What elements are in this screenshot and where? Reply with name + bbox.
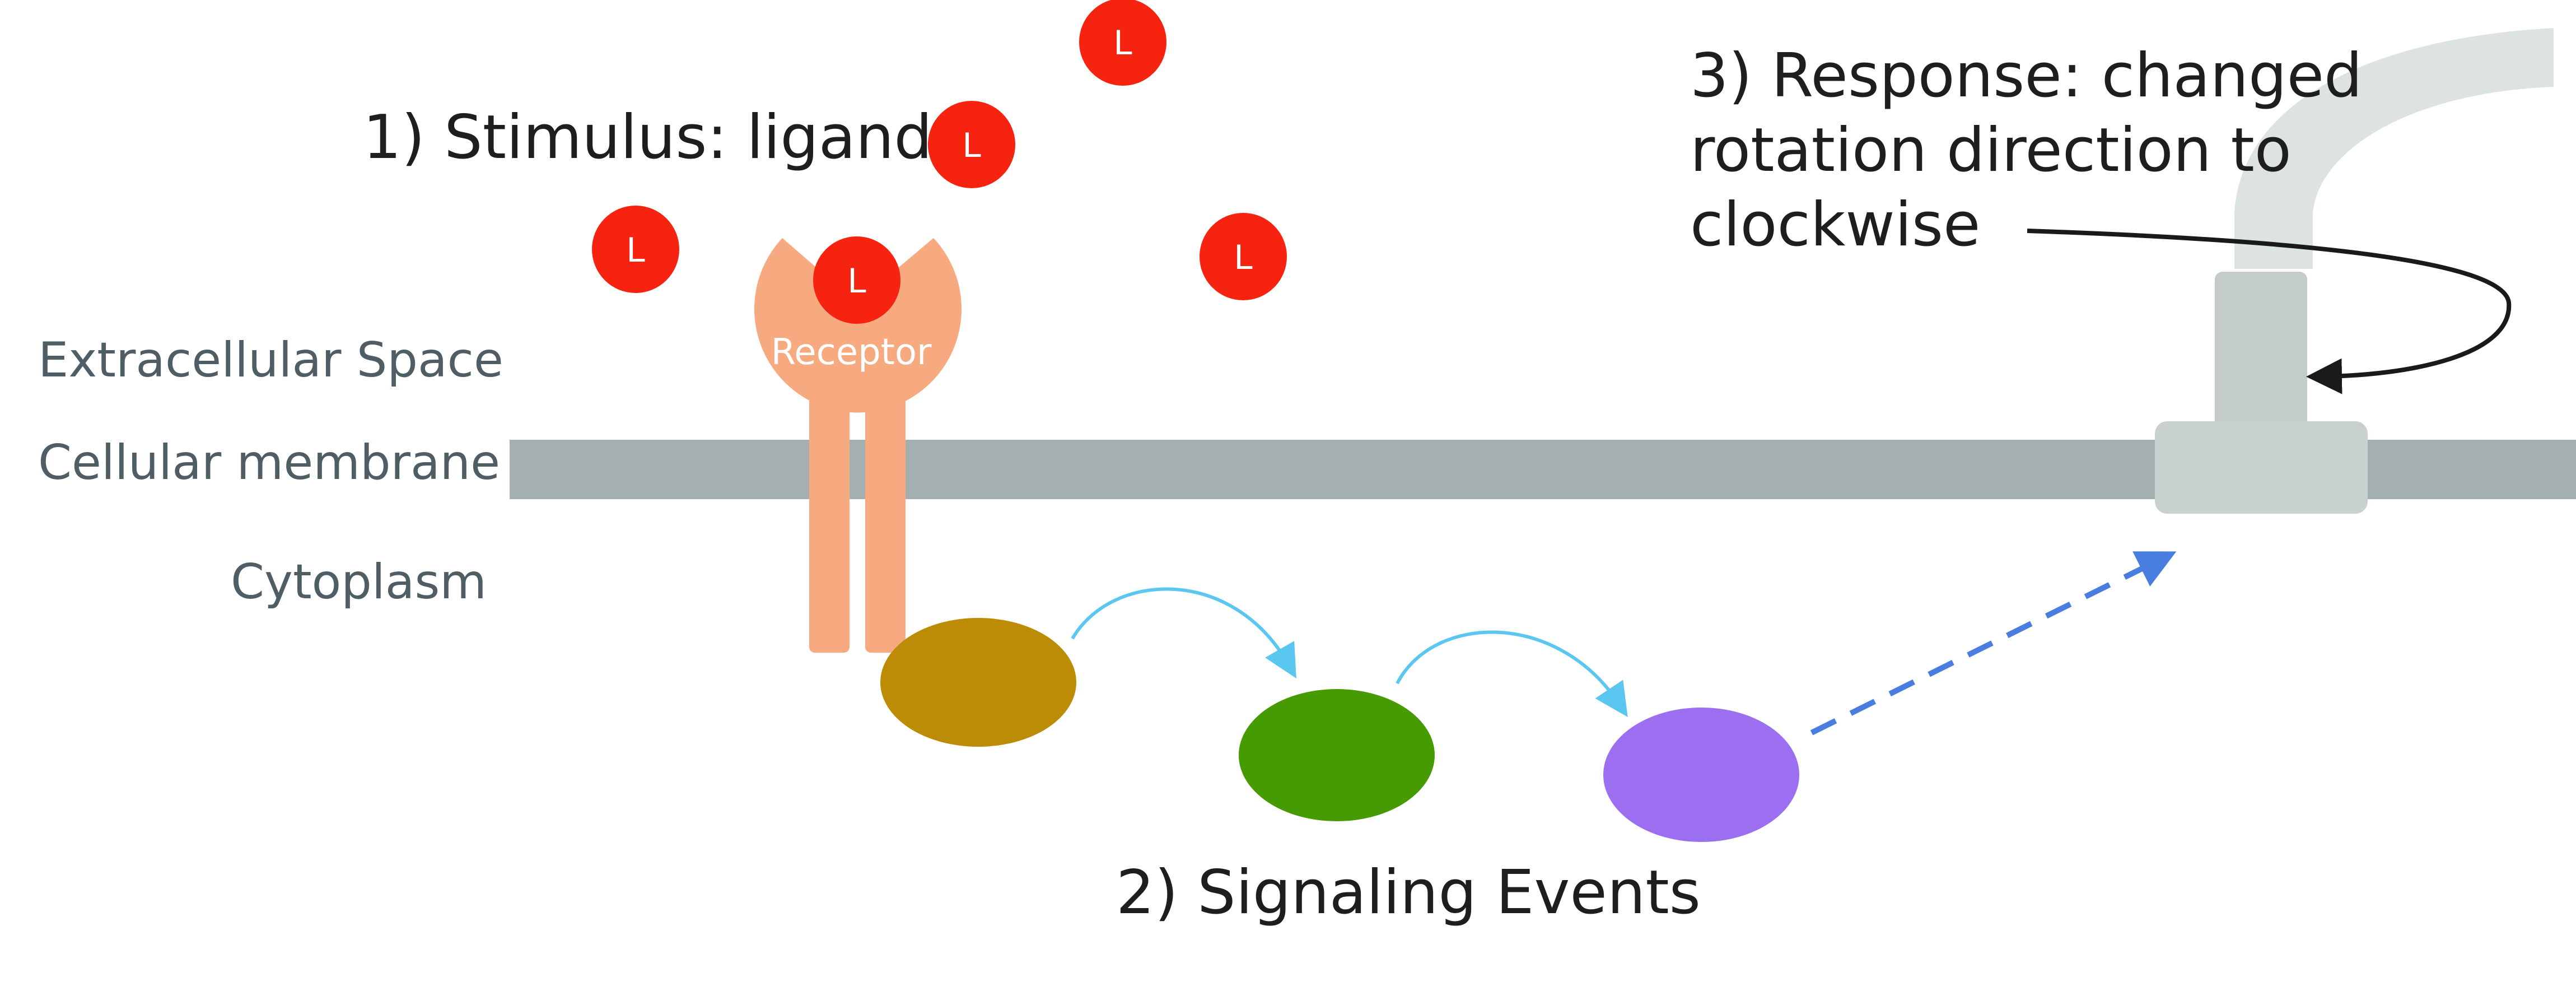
signaling-protein-2 [1239, 689, 1435, 821]
ligand-label: L [626, 231, 645, 270]
ligand-circle [928, 101, 1015, 188]
ligand-label: L [1234, 238, 1253, 277]
ligand-circle [1079, 0, 1166, 86]
receptor-head [754, 238, 962, 413]
signaling-protein-3 [1603, 708, 1799, 842]
motor-base [2155, 421, 2368, 514]
signaling-protein-1 [880, 618, 1076, 747]
ligand-label: L [962, 126, 981, 165]
region-label-membrane: Cellular membrane [38, 435, 500, 491]
signal-arrow-2 [1396, 630, 1628, 717]
ligand: L [928, 101, 1015, 188]
step-label-stimulus: 1) Stimulus: ligand [363, 103, 932, 173]
receptor-label: Receptor [771, 332, 932, 373]
ligand: L [1079, 0, 1166, 86]
receptor-leg-left [809, 392, 850, 653]
ligand-circle [813, 236, 900, 324]
step-label-response-line-2: rotation direction to [1690, 115, 2292, 185]
ligand-label: L [847, 262, 866, 301]
region-label-extracellular: Extracellular Space [38, 332, 503, 388]
ligand: L [1200, 213, 1287, 300]
flagellar-motor [2155, 28, 2554, 514]
receptor-leg-right [865, 392, 906, 653]
step-label-signaling: 2) Signaling Events [1116, 858, 1701, 928]
rotation-arrow [2027, 229, 2512, 394]
signal-arrow-1 [1071, 587, 1296, 679]
ligand-bound: L [813, 236, 900, 324]
flagellum-filament [2234, 28, 2554, 269]
step-label-response-line-1: 3) Response: changed [1690, 41, 2363, 111]
response-arrow [1810, 551, 2177, 736]
ligand-circle [592, 206, 679, 293]
step-label-response-line-3: clockwise [1690, 190, 1980, 260]
region-label-cytoplasm: Cytoplasm [231, 554, 487, 610]
ligand-circle [1200, 213, 1287, 300]
motor-shaft [2215, 272, 2307, 434]
ligand-label: L [1113, 24, 1132, 63]
receptor: Receptor [754, 238, 962, 653]
ligand: L [592, 206, 679, 293]
